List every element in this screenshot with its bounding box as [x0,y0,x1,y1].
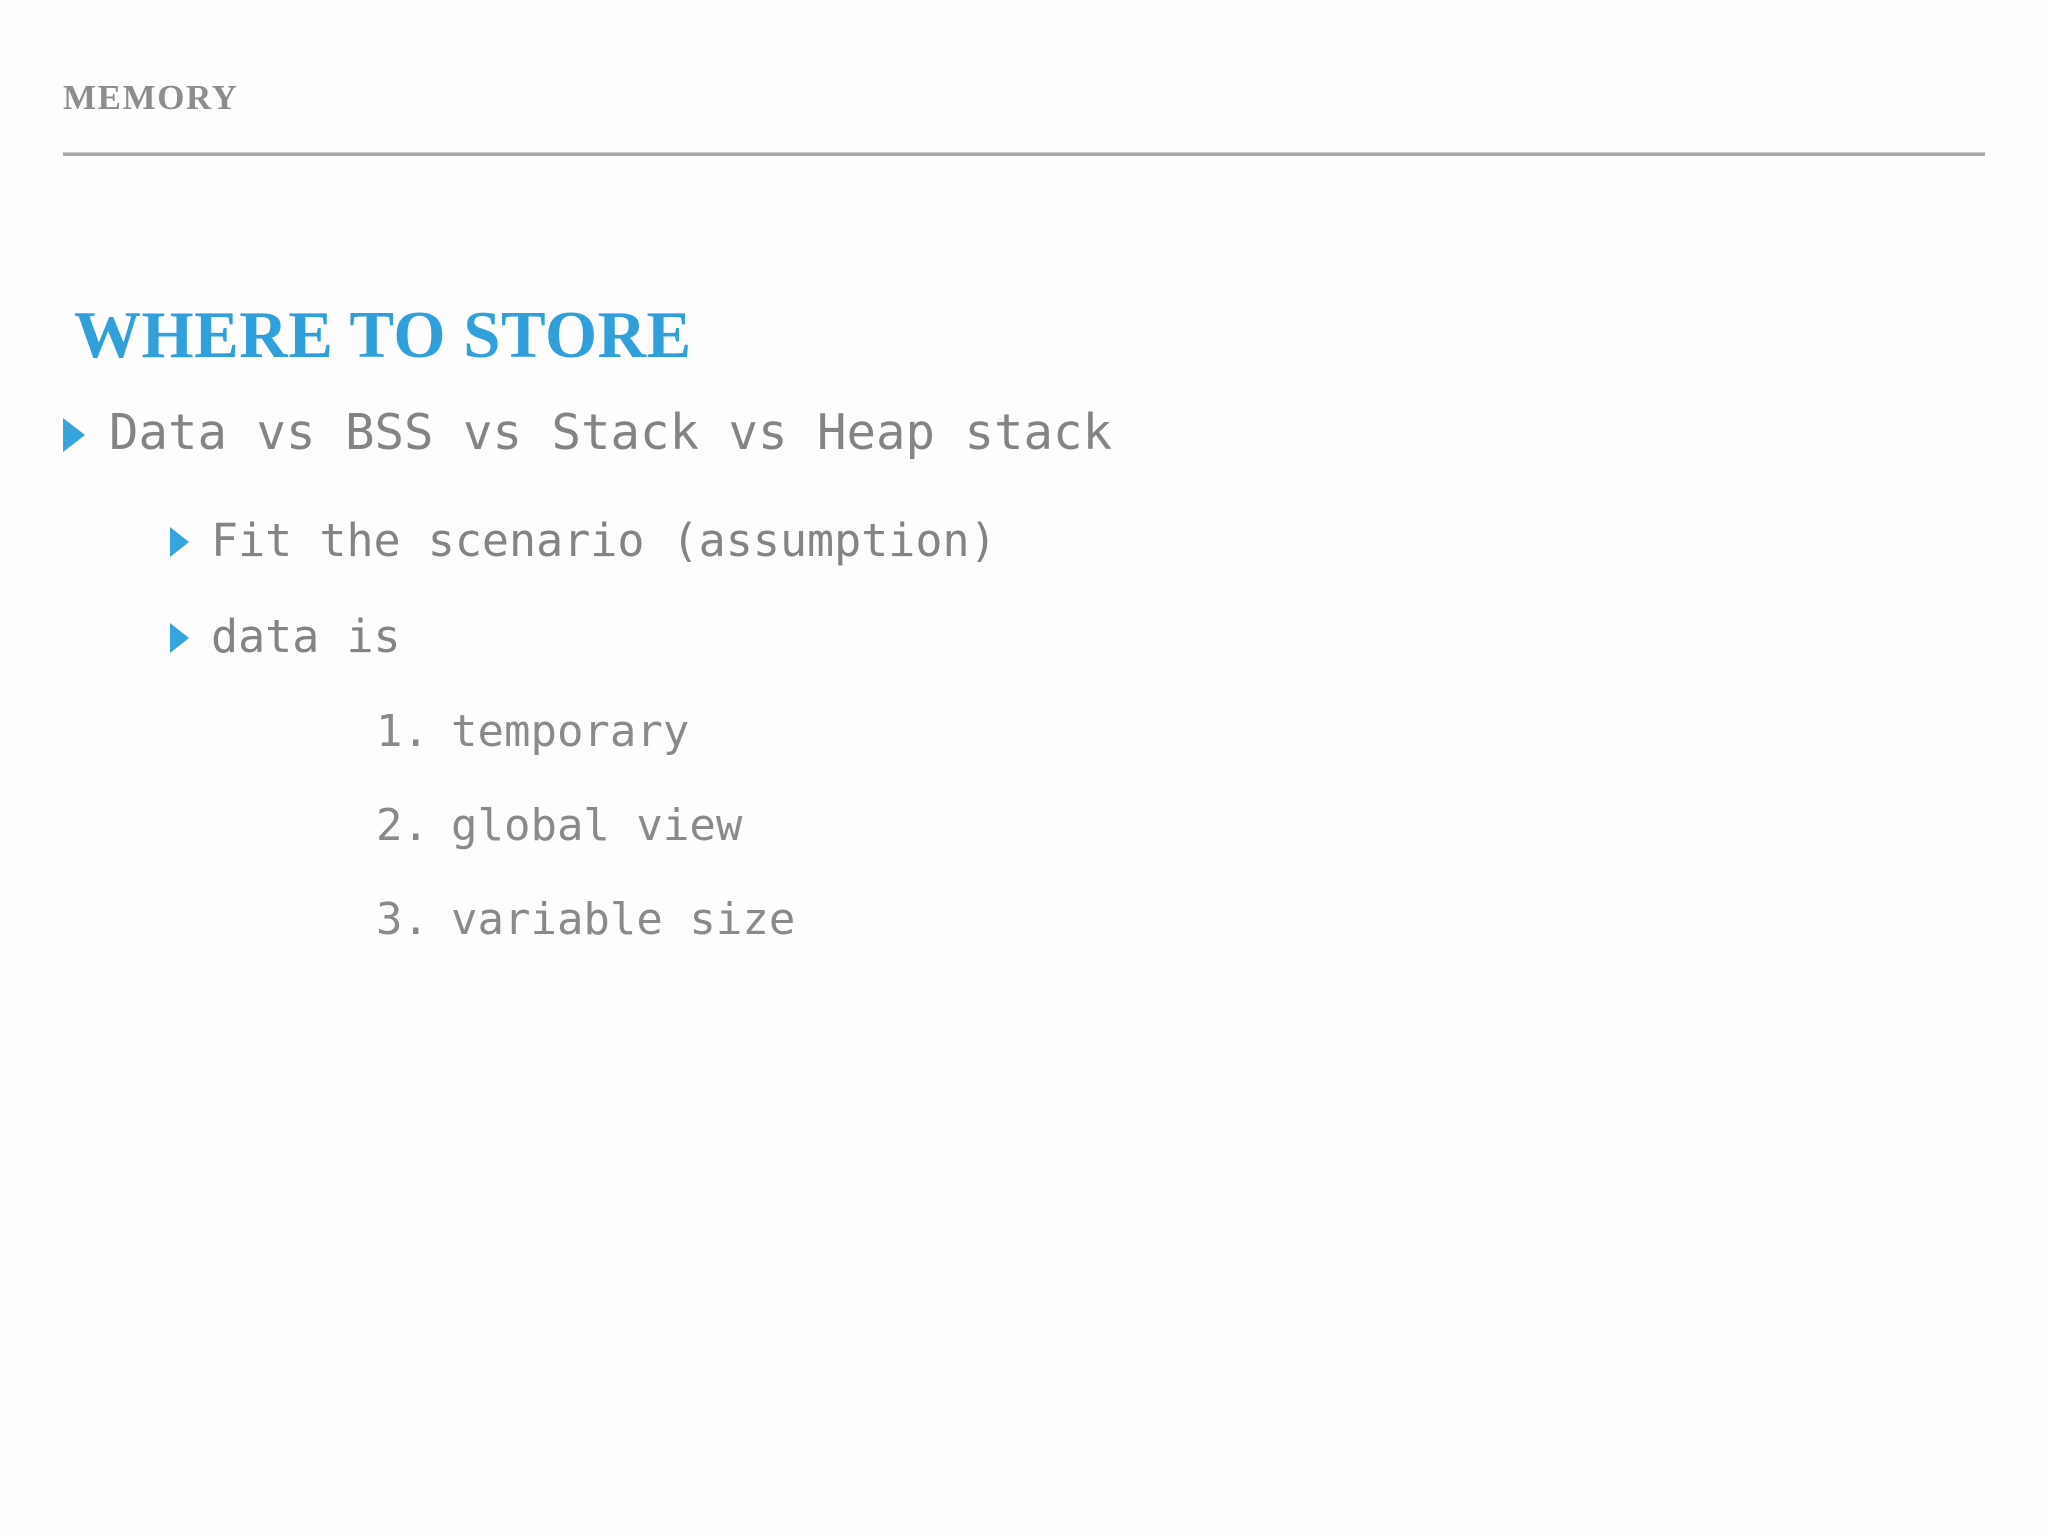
triangle-right-icon [170,607,189,653]
triangle-right-icon [63,400,85,452]
list-item: Data vs BSS vs Stack vs Heap stack [63,400,2048,466]
list-item-number: 2. [376,800,429,851]
list-item: Fit the scenario (assumption) [170,511,2048,571]
numbered-list-item: 2. global view [376,797,2048,855]
list-item-number: 3. [376,894,429,945]
list-item-label: global view [450,800,743,851]
slide-content: Data vs BSS vs Stack vs Heap stack Fit t… [0,400,2048,985]
list-item: data is [170,607,2048,667]
list-item-label: temporary [450,706,690,757]
list-item-label: Fit the scenario (assumption) [211,514,997,567]
numbered-list-item: 1. temporary [376,703,2048,761]
list-item-label: variable size [450,894,796,945]
slide-header: MEMORY [0,0,2048,160]
list-item-label: data is [211,610,401,663]
numbered-list-item: 3. variable size [376,891,2048,949]
triangle-right-icon [170,511,189,557]
header-section-label: MEMORY [63,78,239,117]
header-divider [63,152,1985,156]
list-item-label: Data vs BSS vs Stack vs Heap stack [109,404,1113,461]
page-title: WHERE TO STORE [74,297,692,372]
list-item-number: 1. [376,706,429,757]
